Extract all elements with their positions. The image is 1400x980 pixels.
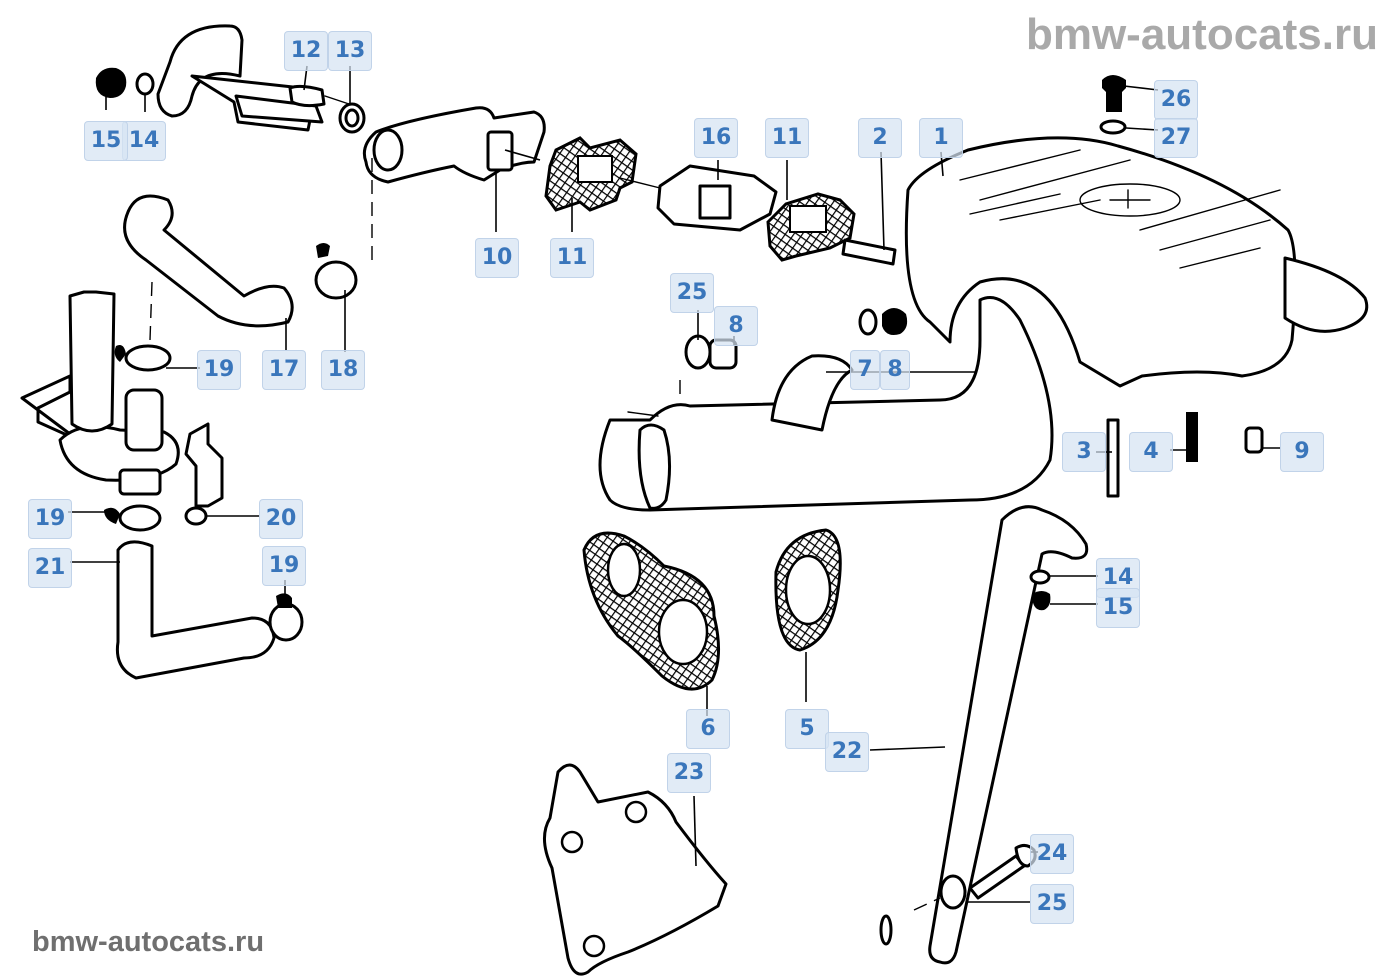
plug-26 [1102, 75, 1159, 112]
callout-part-11-left[interactable]: 11 [550, 238, 594, 278]
callout-part-1[interactable]: 1 [919, 118, 963, 158]
callout-part-25-centre[interactable]: 25 [670, 273, 714, 313]
stud-4 [1170, 412, 1198, 462]
clamp-19-upper [114, 344, 172, 372]
callout-part-25-bottom[interactable]: 25 [1030, 884, 1074, 924]
callout-part-19-upper[interactable]: 19 [197, 350, 241, 390]
seal-27 [1099, 119, 1159, 135]
manifold-pipe [598, 296, 1054, 512]
manifold-cover-1 [904, 136, 1369, 388]
bracket-23 [543, 763, 728, 976]
gasket-11-left [544, 136, 638, 232]
callout-part-21[interactable]: 21 [28, 548, 72, 588]
callout-part-5[interactable]: 5 [785, 709, 829, 749]
callout-part-26[interactable]: 26 [1154, 80, 1198, 120]
washer-7-nut-8 [858, 308, 908, 336]
callout-part-4[interactable]: 4 [1129, 432, 1173, 472]
gasket-6 [582, 531, 721, 716]
callout-part-3[interactable]: 3 [1062, 432, 1106, 472]
washer-14-right [1029, 569, 1098, 585]
leader [504, 149, 541, 161]
clamp-19-lower [68, 504, 162, 532]
clamp-19-right [268, 580, 304, 642]
callout-part-7[interactable]: 7 [850, 350, 880, 390]
nut-15-top [95, 67, 127, 110]
hose-17 [123, 194, 294, 350]
bracket-20 [184, 422, 260, 526]
ring-13 [338, 66, 366, 134]
callout-part-17[interactable]: 17 [262, 350, 306, 390]
callout-part-11-right[interactable]: 11 [765, 118, 809, 158]
sleeve-9 [1244, 426, 1280, 454]
callout-part-20[interactable]: 20 [259, 499, 303, 539]
heater-valve [20, 290, 200, 496]
callout-part-10[interactable]: 10 [475, 238, 519, 278]
callout-part-18[interactable]: 18 [321, 350, 365, 390]
callout-part-12[interactable]: 12 [284, 31, 328, 71]
callout-part-2[interactable]: 2 [858, 118, 902, 158]
watermark-top: bmw-autocats.ru [1025, 10, 1378, 59]
strut-22 [869, 505, 1089, 965]
callout-part-15-top[interactable]: 15 [84, 121, 128, 161]
callout-part-14-top[interactable]: 14 [122, 121, 166, 161]
washer-14-top [135, 72, 155, 112]
pipe-elbow-10 [362, 106, 546, 232]
watermark-bottom: bmw-autocats.ru [32, 926, 265, 958]
callout-part-8-left[interactable]: 8 [714, 306, 758, 346]
callout-part-27[interactable]: 27 [1154, 118, 1198, 158]
washer-25-centre [679, 310, 712, 400]
nut-15-right [1032, 591, 1098, 611]
flange-16 [619, 160, 778, 232]
washer-25-bottom [913, 874, 1030, 911]
bolt-24 [968, 843, 1038, 900]
callout-part-8-right[interactable]: 8 [880, 350, 910, 390]
callout-part-16[interactable]: 16 [694, 118, 738, 158]
valve-body-12 [156, 24, 356, 132]
callout-part-24[interactable]: 24 [1030, 834, 1074, 874]
callout-part-6[interactable]: 6 [686, 709, 730, 749]
callout-part-9[interactable]: 9 [1280, 432, 1324, 472]
callout-part-19-right[interactable]: 19 [262, 546, 306, 586]
clamp-18 [314, 243, 358, 352]
callout-part-13[interactable]: 13 [328, 31, 372, 71]
stud-2 [841, 151, 897, 266]
callout-part-15-right[interactable]: 15 [1096, 588, 1140, 628]
gasket-11-right [766, 160, 856, 262]
gasket-5 [774, 528, 842, 702]
callout-part-19-lower[interactable]: 19 [28, 499, 72, 539]
callout-part-23[interactable]: 23 [667, 753, 711, 793]
callout-part-22[interactable]: 22 [825, 732, 869, 772]
hose-21 [70, 540, 276, 680]
